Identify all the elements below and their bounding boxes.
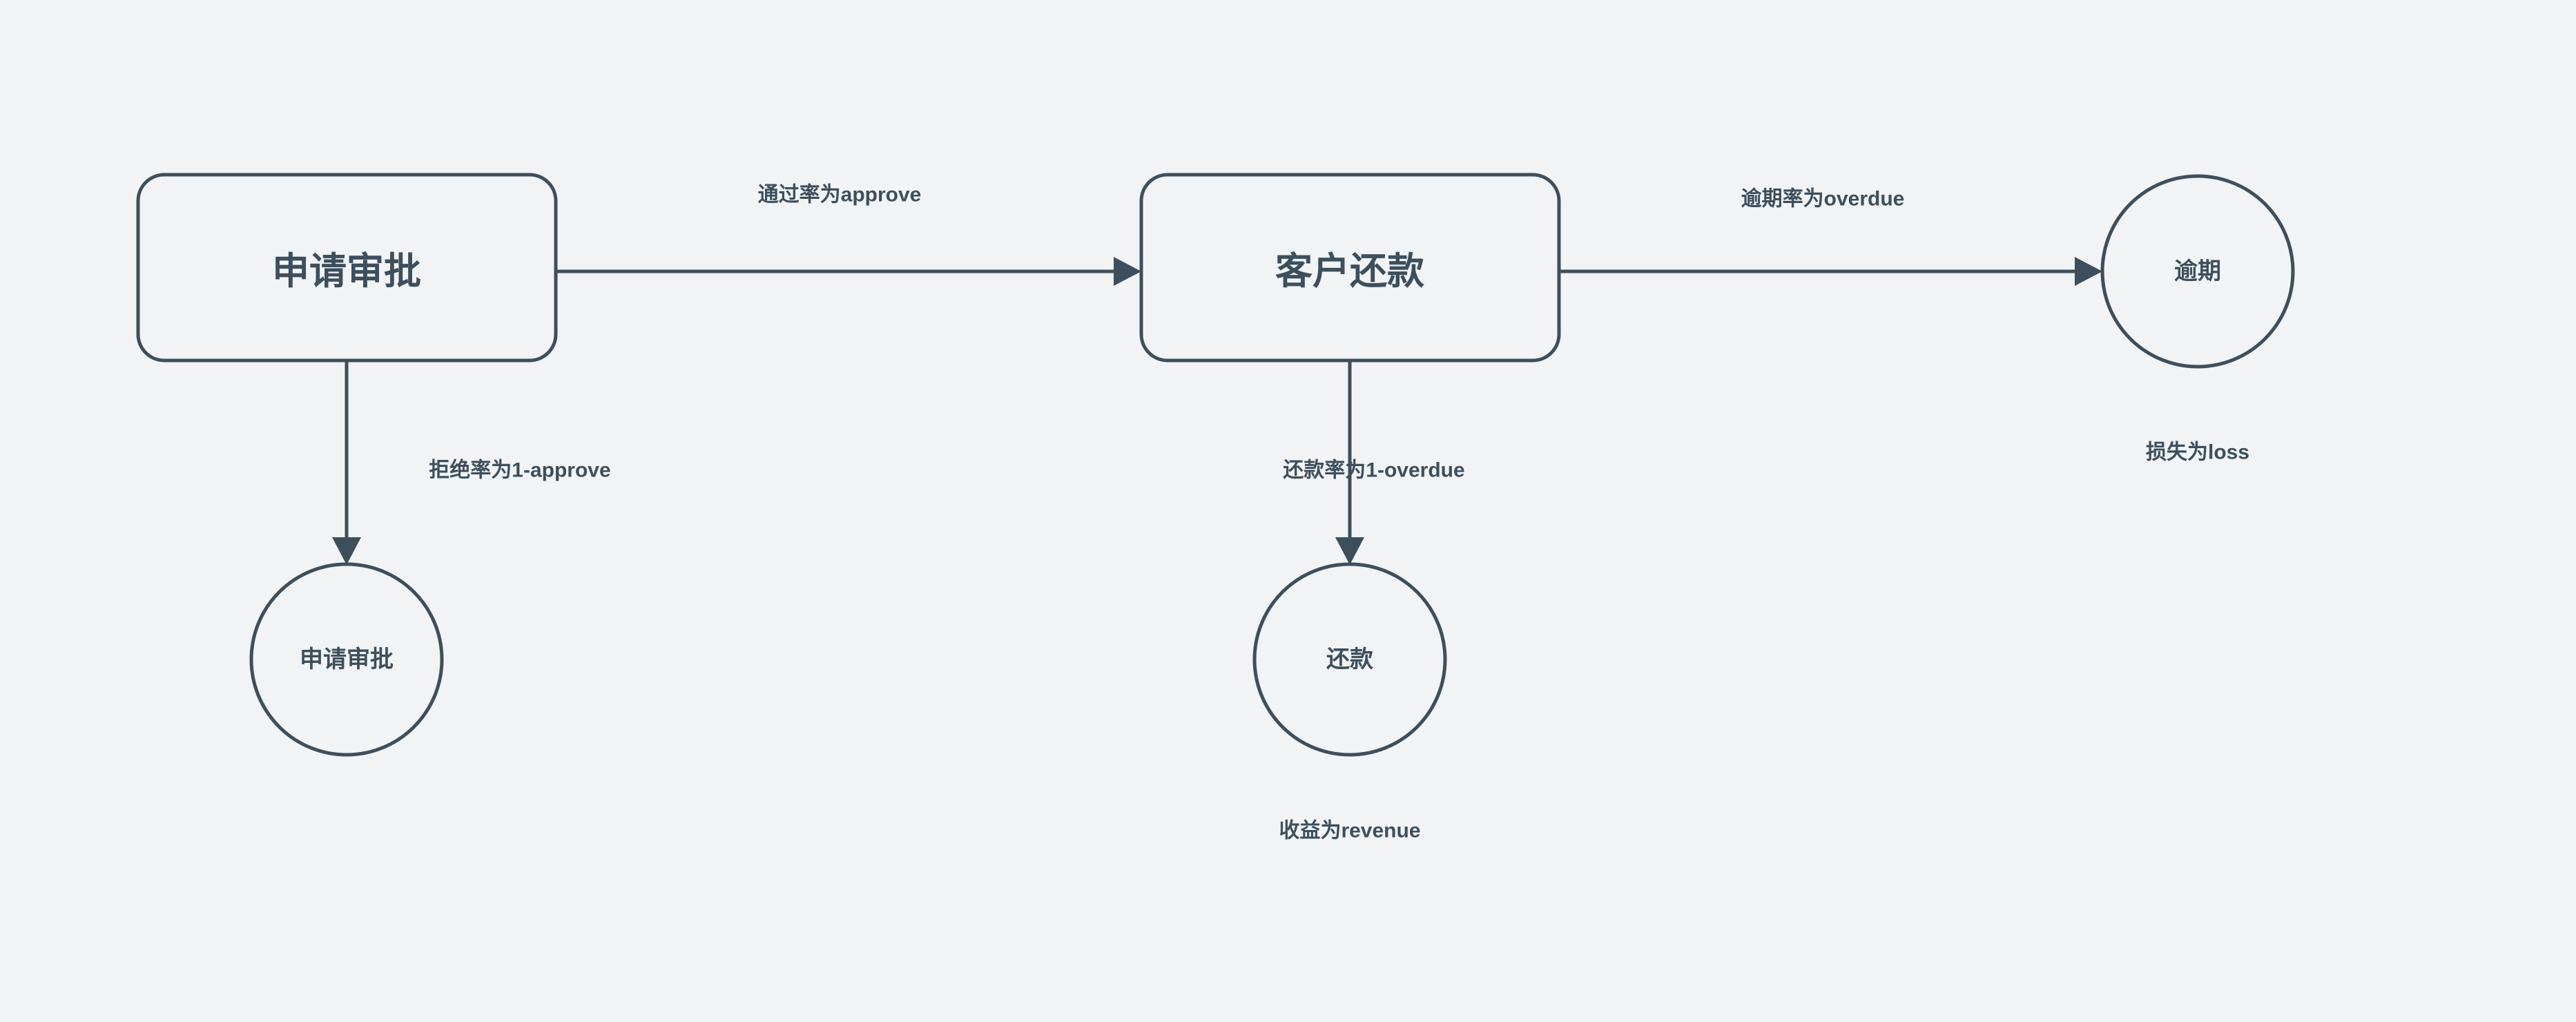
node-repay-label: 客户还款	[1275, 251, 1424, 292]
node-apply-shape	[136, 173, 558, 363]
node-rejected-shape	[249, 562, 444, 757]
arrow-head-icon	[2075, 257, 2102, 286]
edge-repay-to-repaid[interactable]: 还款率为1-overdue	[1283, 360, 1465, 565]
node-overdue-shape	[2100, 174, 2295, 369]
edge-apply-to-rejected[interactable]: 拒绝率为1-approve	[332, 360, 611, 565]
node-repay[interactable]: 客户还款	[1139, 173, 1561, 363]
node-overdue-label: 逾期	[2174, 258, 2221, 285]
node-repaid-label: 还款	[1326, 646, 1373, 673]
node-rejected-label: 申请审批	[300, 646, 394, 673]
node-apply[interactable]: 申请审批	[136, 173, 558, 363]
node-overdue[interactable]: 逾期	[2100, 174, 2295, 369]
node-repaid-shape	[1252, 562, 1447, 757]
node-repay-shape	[1139, 173, 1561, 363]
arrow-head-icon	[1114, 257, 1141, 286]
edge-apply-to-repay-label: 通过率为approve	[758, 184, 922, 206]
edge-apply-to-repay[interactable]: 通过率为approve	[556, 184, 1141, 287]
node-rejected[interactable]: 申请审批	[249, 562, 444, 757]
edge-repay-to-repaid-label: 还款率为1-overdue	[1283, 459, 1464, 482]
edge-repay-to-overdue[interactable]: 逾期率为overdue	[1559, 188, 2102, 287]
node-repaid[interactable]: 还款	[1252, 562, 1447, 757]
outcome-overdue-caption: 损失为loss	[2146, 441, 2249, 464]
arrow-head-icon	[1335, 537, 1364, 565]
arrow-head-icon	[332, 537, 361, 565]
outcome-repaid-caption: 收益为revenue	[1279, 820, 1420, 842]
edge-apply-to-rejected-label: 拒绝率为1-approve	[429, 459, 610, 482]
node-apply-label: 申请审批	[272, 251, 421, 292]
edge-repay-to-overdue-label: 逾期率为overdue	[1741, 188, 1905, 211]
